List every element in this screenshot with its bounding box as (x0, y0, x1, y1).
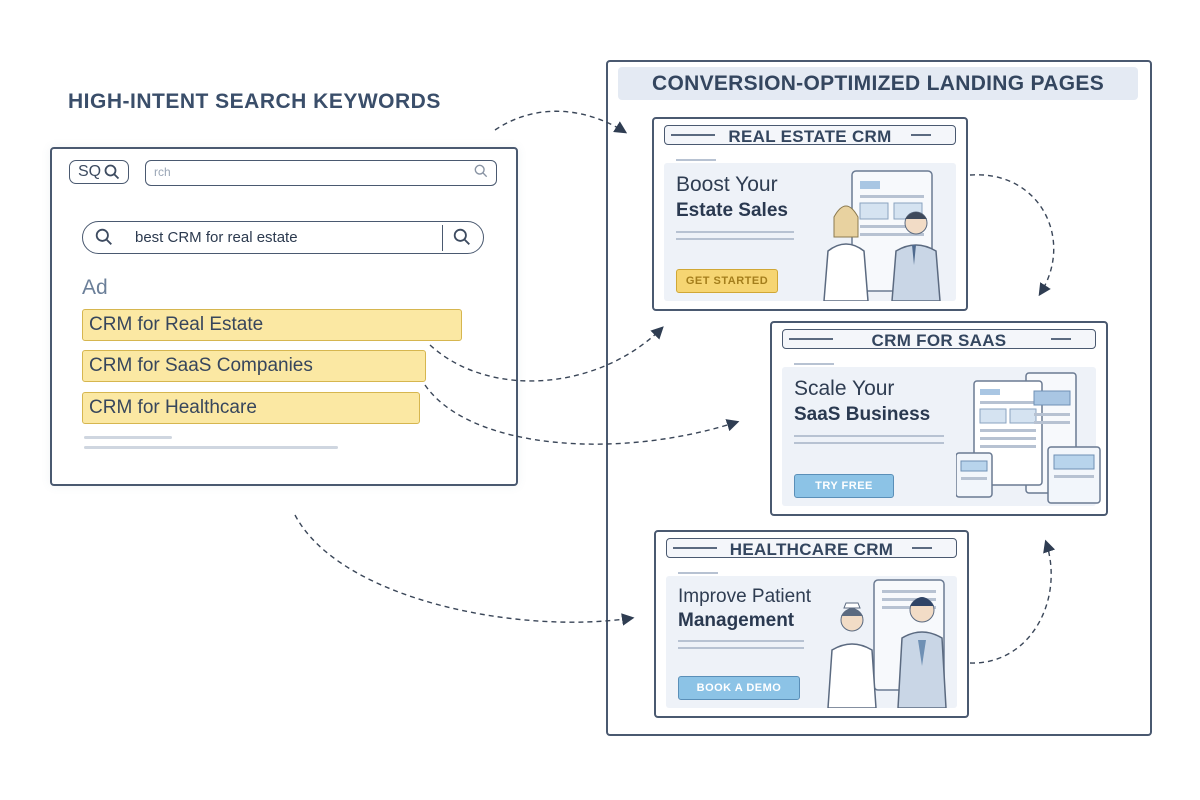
ad-result-healthcare[interactable]: CRM for Healthcare (82, 392, 420, 424)
arrow-real-estate-to-saas-page (969, 174, 1055, 297)
browser-address-bar[interactable]: rch (145, 160, 497, 186)
landing-page-header-label: CRM FOR SAAS (871, 331, 1007, 350)
search-icon (474, 164, 488, 178)
text-placeholder-line (676, 231, 794, 233)
text-placeholder-line (678, 572, 718, 574)
saas-dashboards-illustration (956, 372, 1101, 504)
arrow-saas-ad-to-page (424, 384, 740, 445)
result-placeholder-line (84, 446, 338, 449)
hero-subheadline: Estate Sales (676, 200, 788, 221)
header-decor-line (673, 547, 717, 549)
browser-search-button-label: SQ (77, 163, 102, 180)
arrow-title-to-real-estate-page (494, 110, 628, 134)
hero-subheadline: Management (678, 610, 795, 631)
get-started-button[interactable]: GET STARTED (676, 269, 778, 293)
search-divider (441, 225, 443, 251)
landing-page-header: REAL ESTATE CRM (664, 125, 956, 146)
search-submit-icon[interactable] (453, 228, 471, 246)
header-decor-line (671, 134, 715, 136)
header-decor-line (1051, 338, 1071, 340)
landing-page-header-label: REAL ESTATE CRM (728, 127, 892, 146)
ad-result-saas[interactable]: CRM for SaaS Companies (82, 350, 426, 382)
landing-pages-title: CONVERSION-OPTIMIZED LANDING PAGES (618, 67, 1138, 100)
search-results-window: SQ rch best CRM for real estate Ad CRM f… (50, 147, 518, 486)
landing-page-hero: Scale Your SaaS Business TRY FREE (782, 367, 1101, 506)
search-icon (104, 164, 120, 180)
landing-page-healthcare: HEALTHCARE CRM Improve Patient Managemen… (654, 530, 969, 718)
search-icon (95, 228, 112, 245)
browser-search-button[interactable]: SQ (69, 160, 129, 184)
text-placeholder-line (794, 442, 944, 444)
book-a-demo-button[interactable]: BOOK A DEMO (678, 676, 800, 700)
search-query-text: best CRM for real estate (135, 229, 298, 246)
search-query-input[interactable]: best CRM for real estate (82, 221, 484, 254)
text-placeholder-line (794, 435, 944, 437)
search-keywords-title: HIGH-INTENT SEARCH KEYWORDS (68, 90, 441, 113)
text-placeholder-line (678, 647, 804, 649)
header-decor-line (912, 547, 932, 549)
try-free-button[interactable]: TRY FREE (794, 474, 894, 498)
landing-page-header: HEALTHCARE CRM (666, 538, 957, 559)
arrow-real-estate-ad-to-page (429, 326, 664, 382)
header-decor-line (911, 134, 931, 136)
crm-dashboard-with-people-illustration (823, 170, 941, 301)
landing-page-header-label: HEALTHCARE CRM (729, 540, 894, 559)
landing-page-hero: Boost Your Estate Sales GET STARTED (664, 163, 956, 301)
arrow-healthcare-to-saas-page (969, 539, 1056, 664)
hero-headline: Boost Your (676, 173, 778, 196)
landing-page-hero: Improve Patient Management BOOK A DEMO (666, 576, 957, 708)
text-placeholder-line (676, 159, 716, 161)
landing-page-real-estate: REAL ESTATE CRM Boost Your Estate Sales … (652, 117, 968, 311)
result-placeholder-line (84, 436, 172, 439)
ad-result-real-estate[interactable]: CRM for Real Estate (82, 309, 462, 341)
arrow-healthcare-ad-to-page (294, 514, 635, 626)
landing-page-saas: CRM FOR SAAS Scale Your SaaS Business TR… (770, 321, 1108, 516)
hero-subheadline: SaaS Business (794, 404, 931, 425)
text-placeholder-line (678, 640, 804, 642)
hero-headline: Improve Patient (678, 586, 812, 607)
ad-label: Ad (82, 276, 108, 299)
text-placeholder-line (794, 363, 834, 365)
landing-page-header: CRM FOR SAAS (782, 329, 1096, 350)
text-placeholder-line (676, 238, 794, 240)
header-decor-line (789, 338, 833, 340)
hero-headline: Scale Your (794, 377, 895, 400)
healthcare-staff-illustration (827, 579, 947, 708)
address-bar-text: rch (154, 165, 171, 179)
